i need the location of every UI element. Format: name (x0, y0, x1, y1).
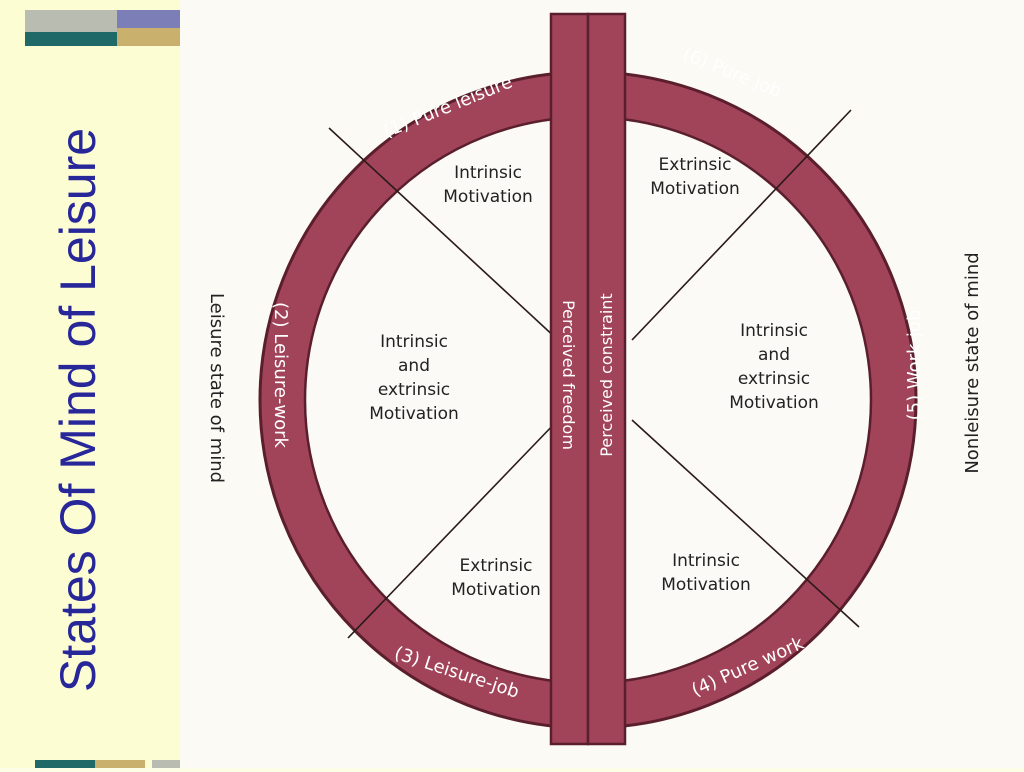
motivation-5: Intrinsic and extrinsic Motivation (729, 321, 819, 413)
slide-title: States Of Mind of Leisure (50, 127, 106, 693)
motivation-2-line-1: Intrinsic (380, 332, 448, 352)
side-label-nonleisure: Nonleisure state of mind (962, 252, 983, 473)
motivation-3-line-1: Extrinsic (460, 556, 533, 576)
motivation-1-line-2: Motivation (443, 187, 533, 207)
divider-lower-right (631, 419, 860, 628)
deco-block-gray-bottom (152, 760, 180, 768)
motivation-1: Intrinsic Motivation (443, 163, 533, 207)
deco-block-blue (117, 10, 180, 28)
motivation-3-line-2: Motivation (451, 580, 541, 600)
band-perceived-constraint (586, 12, 627, 746)
motivation-2-line-3: extrinsic (378, 380, 450, 400)
deco-block-gray (25, 10, 117, 32)
motivation-5-line-4: Motivation (729, 393, 819, 413)
motivation-4-line-2: Motivation (661, 575, 751, 595)
divider-upper-left (328, 127, 559, 341)
segment-label-2: (2) Leisure-work (270, 302, 291, 449)
motivation-3: Extrinsic Motivation (451, 556, 541, 600)
deco-block-gold-top (117, 28, 180, 46)
segment-label-5: (5) Work-job (904, 310, 925, 421)
motivation-5-line-3: extrinsic (738, 369, 810, 389)
motivation-2-line-2: and (398, 356, 430, 376)
diagram-figure: Perceived freedom Perceived constraint (… (180, 0, 1024, 768)
motivation-6-line-2: Motivation (650, 179, 740, 199)
motivation-6-line-1: Extrinsic (659, 155, 732, 175)
deco-block-gold-bottom (95, 760, 145, 768)
motivation-2: Intrinsic and extrinsic Motivation (369, 332, 459, 424)
motivation-4: Intrinsic Motivation (661, 551, 751, 595)
motivation-2-line-4: Motivation (369, 404, 459, 424)
motivation-5-line-2: and (758, 345, 790, 365)
deco-block-teal-bottom (35, 760, 95, 768)
title-panel (0, 0, 180, 768)
leisure-wheel-diagram: Perceived freedom Perceived constraint (… (206, 12, 983, 746)
motivation-5-line-1: Intrinsic (740, 321, 808, 341)
side-label-leisure: Leisure state of mind (206, 293, 227, 483)
segment-dividers (328, 109, 860, 639)
divider-upper-right (631, 109, 852, 341)
divider-lower-left (347, 419, 559, 639)
motivation-1-line-1: Intrinsic (454, 163, 522, 183)
band-label-perceived-freedom: Perceived freedom (559, 300, 578, 450)
motivation-6: Extrinsic Motivation (650, 155, 740, 199)
motivation-4-line-1: Intrinsic (672, 551, 740, 571)
band-label-perceived-constraint: Perceived constraint (597, 293, 616, 456)
deco-block-teal-top (25, 32, 117, 46)
